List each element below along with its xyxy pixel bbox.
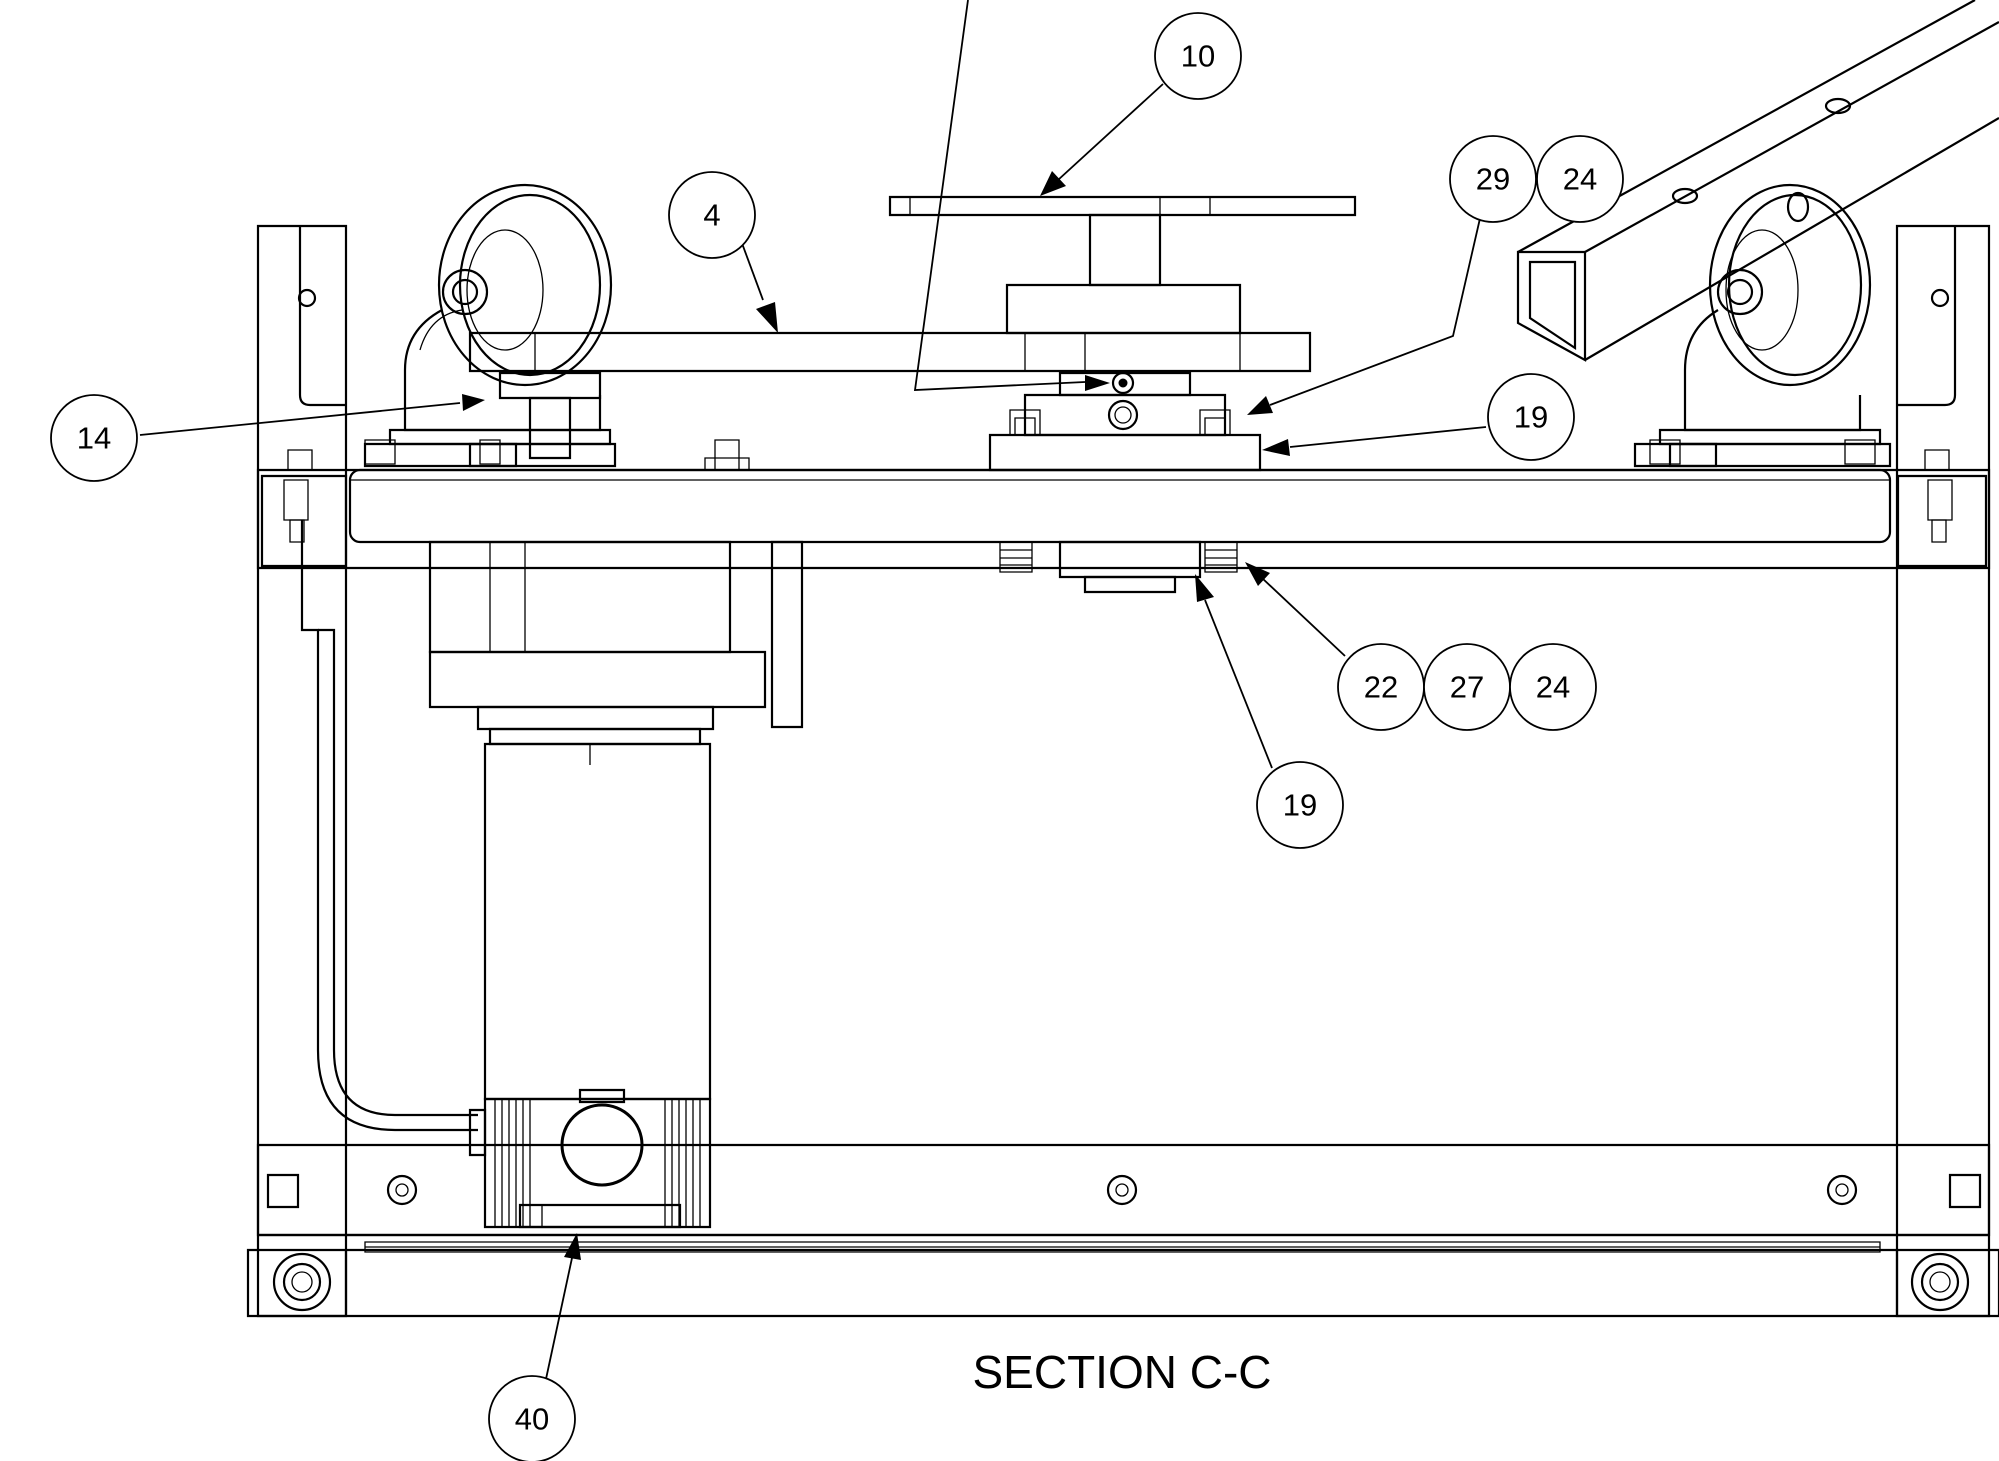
callout-27-label: 27 [1450,670,1484,705]
top-rail-bolts [288,440,1949,470]
callout-19-lower-label: 19 [1283,788,1317,823]
callout-24-top: 24 [1537,136,1623,222]
callout-40-label: 40 [515,1402,549,1437]
section-title: SECTION C-C [973,1346,1272,1398]
lower-bearing [1000,542,1237,592]
top-plate-assembly [470,197,1355,458]
callout-22: 22 [1338,644,1424,730]
callout-14: 14 [51,395,137,481]
motor-fins [495,1099,700,1227]
frame [248,226,1999,1316]
right-caster [1635,185,1890,466]
callout-19-upper: 19 [1488,374,1574,460]
callout-29: 29 [1450,136,1536,222]
callout-4: 4 [669,172,755,258]
callout-22-label: 22 [1364,670,1398,705]
callout-24-lower: 24 [1510,644,1596,730]
leader-lines [140,0,1486,1379]
callout-27: 27 [1424,644,1510,730]
callout-29-label: 29 [1476,162,1510,197]
callout-40: 40 [489,1376,575,1461]
callout-14-label: 14 [77,421,111,456]
callout-19-lower: 19 [1257,762,1343,848]
left-caster [365,185,615,466]
callout-10-label: 10 [1181,39,1215,74]
callout-24-lower-label: 24 [1536,670,1570,705]
callout-10: 10 [1155,13,1241,99]
square-tube [1518,0,1999,360]
bearing-block [990,373,1260,470]
callout-24-top-label: 24 [1563,162,1597,197]
gear-motor [302,520,802,1227]
callout-19-upper-label: 19 [1514,400,1548,435]
callout-4-label: 4 [703,198,720,233]
